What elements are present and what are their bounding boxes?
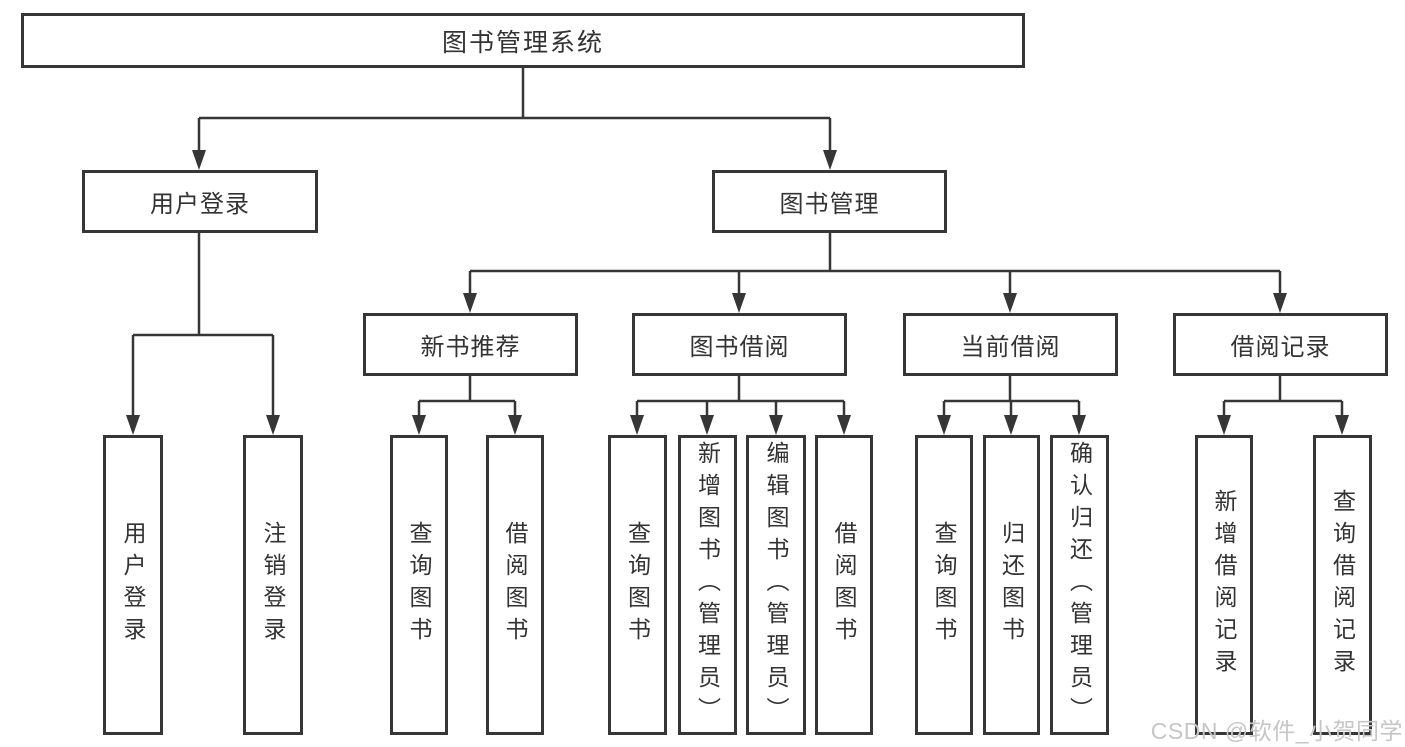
leaf-borrow-books-borrowing: 借阅图书 (815, 435, 873, 735)
leaf-user-login: 用户登录 (103, 435, 163, 735)
node-borrowing-records: 借阅记录 (1173, 313, 1388, 376)
leaf-query-books-current: 查询图书 (915, 435, 973, 735)
node-user-login-branch: 用户登录 (82, 170, 318, 233)
node-book-management-branch: 图书管理 (712, 170, 947, 233)
node-new-book-recommendation: 新书推荐 (363, 313, 578, 376)
csdn-watermark: CSDN @软件_小贺同学 (1150, 718, 1403, 744)
leaf-return-books: 归还图书 (983, 435, 1040, 735)
leaf-add-borrow-record: 新增借阅记录 (1195, 435, 1253, 735)
leaf-query-books-borrowing: 查询图书 (608, 435, 667, 735)
leaf-logout: 注销登录 (243, 435, 303, 735)
leaf-edit-book-admin: 编辑图书（管理员） (746, 435, 806, 735)
arrowheads (126, 150, 1349, 435)
leaf-borrow-books-recommendation: 借阅图书 (486, 435, 544, 735)
node-library-management-system: 图书管理系统 (21, 13, 1025, 68)
node-book-borrowing: 图书借阅 (632, 313, 847, 376)
leaf-add-book-admin: 新增图书（管理员） (678, 435, 737, 735)
node-current-borrowing: 当前借阅 (903, 313, 1118, 376)
leaf-query-books-recommendation: 查询图书 (390, 435, 448, 735)
leaf-confirm-return-admin: 确认归还（管理员） (1050, 435, 1109, 735)
leaf-query-borrow-record: 查询借阅记录 (1313, 435, 1372, 735)
